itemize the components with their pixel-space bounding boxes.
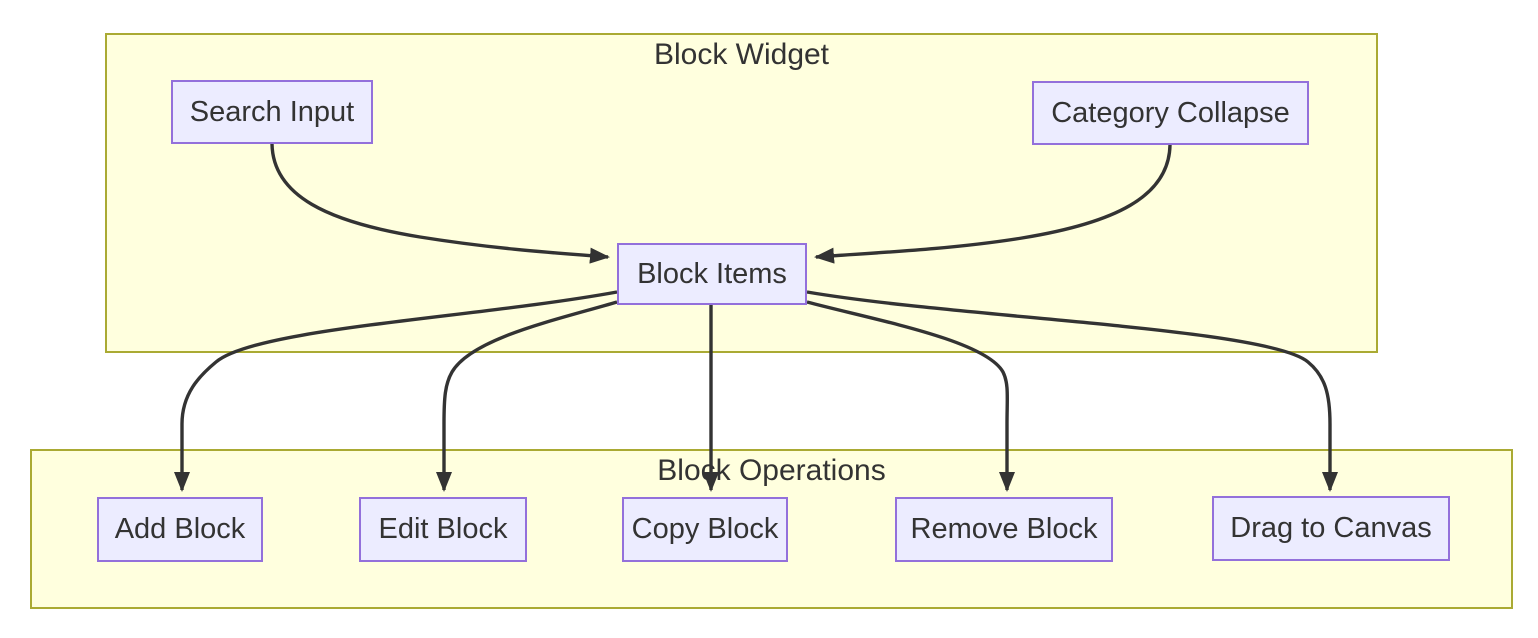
node-search-input-label: Search Input [189,95,355,128]
node-category-collapse-label: Category Collapse [1051,96,1290,129]
node-edit-block: Edit Block [359,497,527,562]
node-block-items-label: Block Items [637,257,787,290]
edge-search-input-to-block-items [270,143,610,264]
node-add-block-label: Add Block [114,513,246,545]
node-copy-block-label: Copy Block [631,513,779,545]
edge-block-items-to-remove-block [806,300,1015,492]
cluster-block-operations-title: Block Operations [657,454,886,487]
edge-block-items-to-drag-to-canvas [806,290,1338,492]
edge-category-collapse-to-block-items [814,144,1172,264]
node-copy-block: Copy Block [622,497,788,562]
node-remove-block: Remove Block [895,497,1113,562]
node-add-block: Add Block [97,497,263,562]
node-block-items: Block Items [617,243,807,305]
node-category-collapse: Category Collapse [1032,81,1309,145]
edge-block-items-to-add-block [174,290,618,492]
node-drag-to-canvas: Drag to Canvas [1212,496,1450,561]
node-drag-to-canvas-label: Drag to Canvas [1230,512,1432,544]
cluster-block-widget-title: Block Widget [653,38,830,71]
node-search-input: Search Input [171,80,373,144]
node-edit-block-label: Edit Block [378,513,508,545]
edge-block-items-to-edit-block [436,300,618,492]
node-remove-block-label: Remove Block [910,513,1098,545]
